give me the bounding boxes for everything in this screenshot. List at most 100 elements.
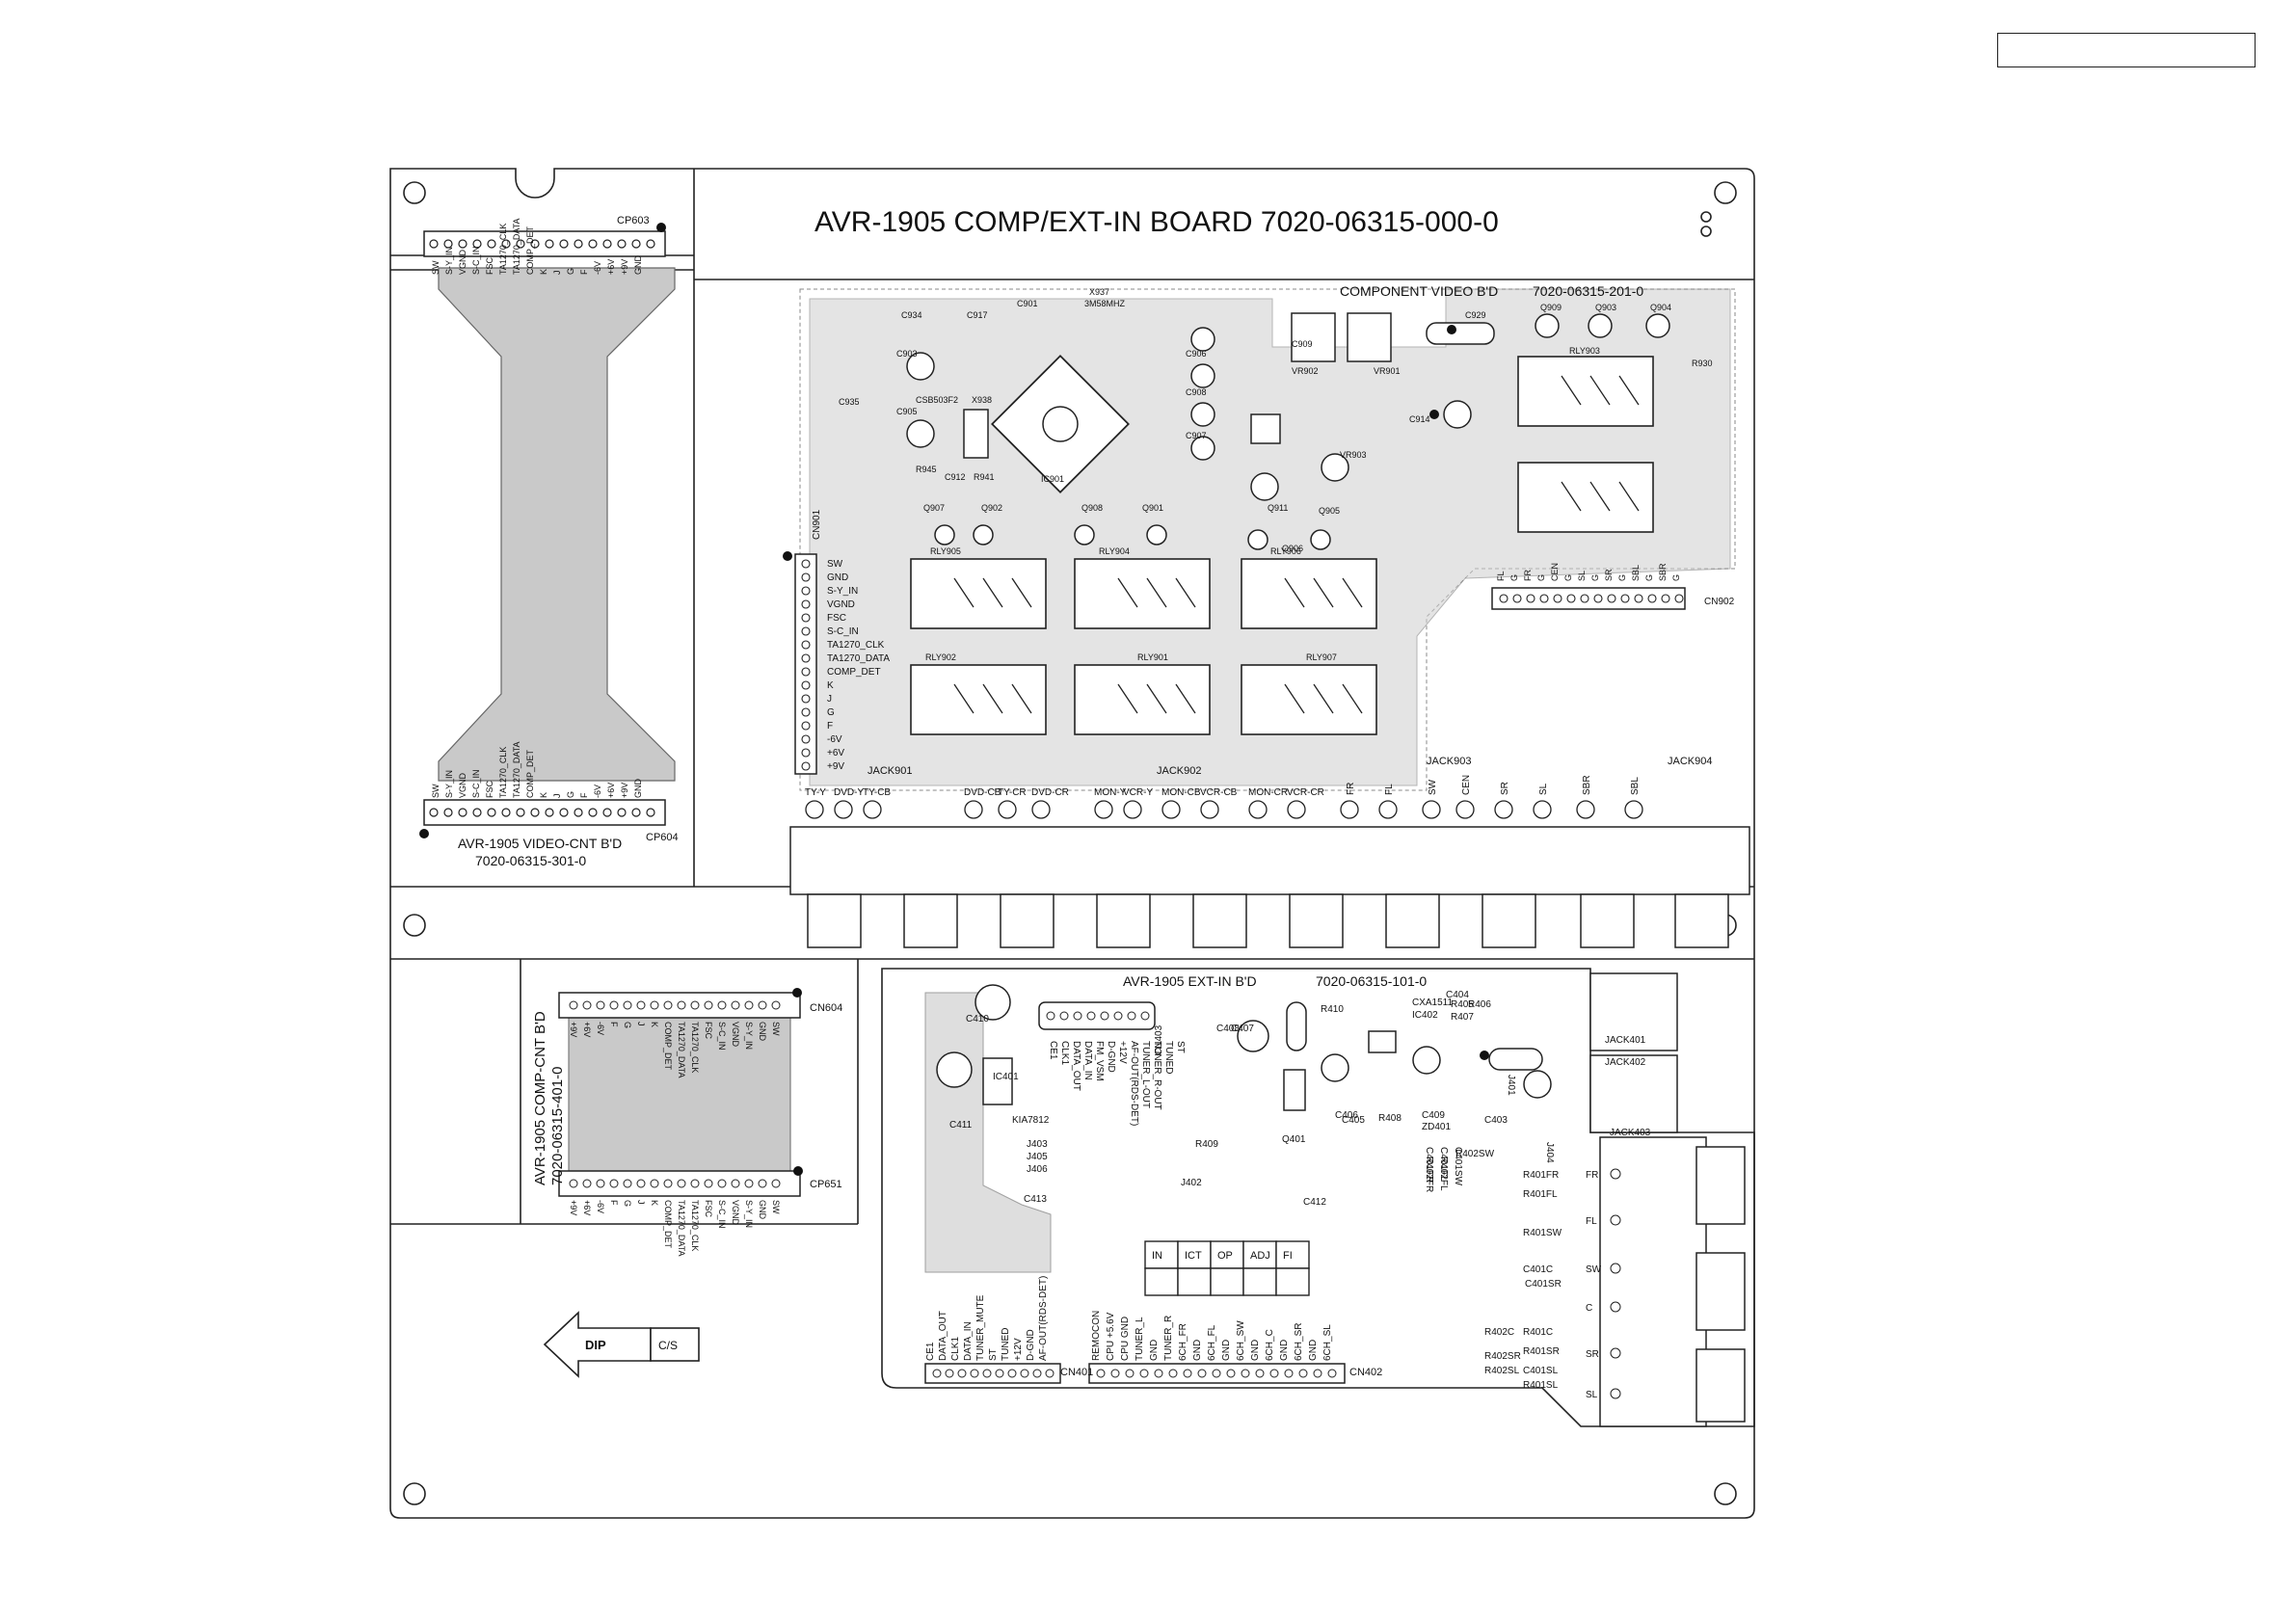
flex-bottom-pin: F [579, 792, 589, 798]
flex-top-pin: J [552, 271, 562, 276]
cn604-pin-label: S-C_IN [717, 1022, 727, 1051]
cn901-pin-label: TA1270_CLK [827, 640, 885, 651]
pin-pad [1553, 594, 1562, 603]
cp651-pin-label: S-Y_IN [744, 1200, 754, 1228]
jack-label: TY-CR [998, 787, 1027, 798]
cn401-pin-label: DATA_IN [963, 1321, 974, 1361]
ext-component-label: C409 [1422, 1110, 1445, 1121]
ext-component-label: J405 [1027, 1152, 1048, 1162]
rly907 [1241, 664, 1377, 735]
cn402-pin-label: TUNER_L [1135, 1317, 1145, 1361]
pin-pad [717, 1000, 727, 1010]
component-label: VR902 [1292, 366, 1319, 376]
rly904 [1074, 558, 1211, 629]
cn402-pin-label: 6CH_SL [1322, 1324, 1333, 1361]
ext-component-label: J403 [1027, 1139, 1048, 1150]
cp651-pin-label: F [609, 1200, 619, 1206]
pin-pad [636, 1000, 646, 1010]
jack-label: VCR-CR [1287, 787, 1324, 798]
pin-pad [574, 808, 583, 817]
component-label: Q907 [923, 503, 945, 513]
output-label: SL [1586, 1390, 1598, 1400]
ext-component-label: R407 [1451, 1012, 1474, 1023]
pin-pad [1086, 1011, 1096, 1021]
ext-in-code: 7020-06315-101-0 [1316, 973, 1427, 989]
cn604-pin-label: S-Y_IN [744, 1022, 754, 1050]
flex-top-pin: SW [431, 260, 441, 275]
pin-pad [609, 1000, 619, 1010]
ext-component-label: R409 [1195, 1139, 1218, 1150]
cp651-pin-label: TA1270_DATA [677, 1200, 686, 1257]
pin-pad [1127, 1011, 1136, 1021]
cn401-header [924, 1363, 1061, 1384]
pin-pad [834, 800, 853, 819]
cp651-pin-label: J [636, 1200, 646, 1205]
jack401-label: JACK401 [1605, 1035, 1646, 1046]
ext-component-label: C401FR [1424, 1147, 1434, 1183]
jack403-label: JACK403 [1610, 1128, 1651, 1138]
pin-pad [559, 239, 569, 249]
pin-pad [1007, 1369, 1017, 1378]
ext-component-label: C401SR [1525, 1279, 1562, 1290]
cn402-header [1088, 1363, 1346, 1384]
cp651-pin-label: FSC [704, 1200, 713, 1218]
pin-pad [1046, 1011, 1055, 1021]
video-cnt-title: AVR-1905 VIDEO-CNT B'D [458, 836, 622, 851]
cn402-pin-label: GND [1192, 1340, 1203, 1361]
pin-pad [1161, 800, 1181, 819]
cn902-label: CN902 [1704, 597, 1735, 607]
pin-pad [1661, 594, 1670, 603]
option-label: ADJ [1250, 1250, 1270, 1262]
pin-pad [1620, 594, 1630, 603]
component-label: C906 [1186, 349, 1207, 359]
pin-pad [1593, 594, 1603, 603]
option-cell-blank [1177, 1267, 1212, 1296]
pin-pad [1512, 594, 1522, 603]
pin-pad [690, 1179, 700, 1188]
cn403-pin-label: CE1 [1048, 1041, 1058, 1060]
pin-pad [970, 1369, 979, 1378]
pin-pad [1200, 800, 1219, 819]
cn403-label: CN403 [1154, 1024, 1164, 1055]
pin-pad [545, 808, 554, 817]
cn403-pin-label: AF-OUT(RDS-DET) [1129, 1041, 1139, 1126]
cn902-pin-label: FR [1523, 570, 1533, 581]
video-cnt-code: 7020-06315-301-0 [475, 853, 586, 868]
component-label: Q909 [1540, 303, 1562, 312]
jack902-label: JACK902 [1157, 765, 1201, 777]
pin-pad [646, 808, 655, 817]
pin-pad [487, 239, 496, 249]
pin-pad [731, 1000, 740, 1010]
pin-pad [1674, 594, 1684, 603]
board-outline [389, 168, 1755, 1519]
pin-pad [801, 599, 811, 609]
pin-pad [1287, 800, 1306, 819]
flex-top-pin: FSC [485, 256, 494, 275]
pin-pad [1183, 1369, 1192, 1378]
ext-component-label: Q401 [1282, 1134, 1306, 1145]
cn604-header [558, 992, 801, 1019]
pin-pad [1139, 1369, 1149, 1378]
cn403-pin-label: TUNER_L-OUT [1140, 1041, 1151, 1108]
relay-label: RLY907 [1306, 652, 1337, 662]
cn402-pin-label: 6CH_C [1265, 1329, 1275, 1361]
cn902-pin-label: SBL [1631, 565, 1641, 581]
component-label: C929 [1465, 310, 1486, 320]
component-label: Q904 [1650, 303, 1671, 312]
cp651-pin-label: TA1270_CLK [690, 1200, 700, 1251]
pin-pad [1094, 800, 1113, 819]
cn403-pin-label: TUNED [1163, 1041, 1174, 1074]
pin-pad [801, 586, 811, 596]
pin-pad [1269, 1369, 1279, 1378]
pin-pad [1073, 1011, 1082, 1021]
pin-pad [932, 1369, 942, 1378]
pin-pad [501, 239, 511, 249]
pin-pad [569, 1179, 578, 1188]
cn901-label: CN901 [812, 509, 822, 540]
pin-pad [805, 800, 824, 819]
cn902-pin-label: G [1536, 574, 1546, 581]
cn401-pin-label: +12V [1013, 1338, 1024, 1361]
jack-label: SBR [1582, 775, 1592, 795]
jack-label: DVD-CR [1031, 787, 1069, 798]
flex-bottom-pin: COMP_DET [525, 749, 535, 798]
